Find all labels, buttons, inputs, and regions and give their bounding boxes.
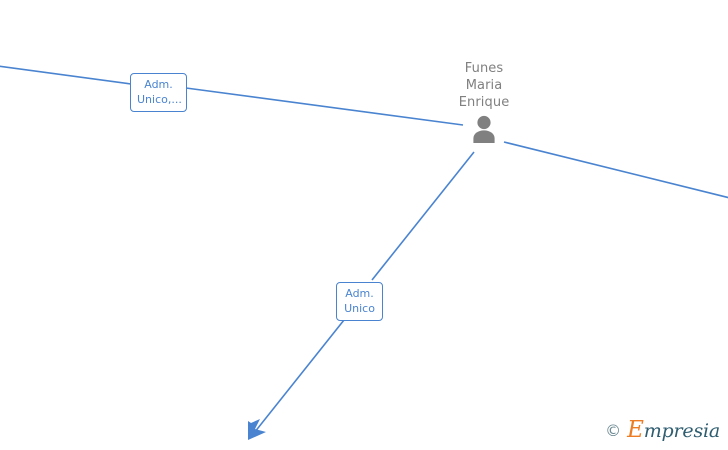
brand-rest: mpresia [643,420,720,442]
edge-line-left-inner [185,87,464,126]
brand-logo: Empresia [627,419,720,442]
node-label: Funes Maria Enrique [458,61,510,110]
watermark: © Empresia [605,419,720,442]
edge-line-down-lower [253,314,349,434]
person-icon [473,115,495,143]
brand-initial: E [627,417,644,443]
edge-label-adm-unico[interactable]: Adm. Unico [336,282,383,321]
node-funes-maria-enrique[interactable]: Funes Maria Enrique [432,60,536,144]
copyright-icon: © [605,420,622,440]
edge-line-left-outer [0,65,132,85]
edge-line-down-upper [371,151,475,281]
edge-label-adm-unico-multiple[interactable]: Adm. Unico,... [130,73,187,112]
edge-line-right [503,141,728,199]
edge-arrowhead-icon [248,419,266,440]
